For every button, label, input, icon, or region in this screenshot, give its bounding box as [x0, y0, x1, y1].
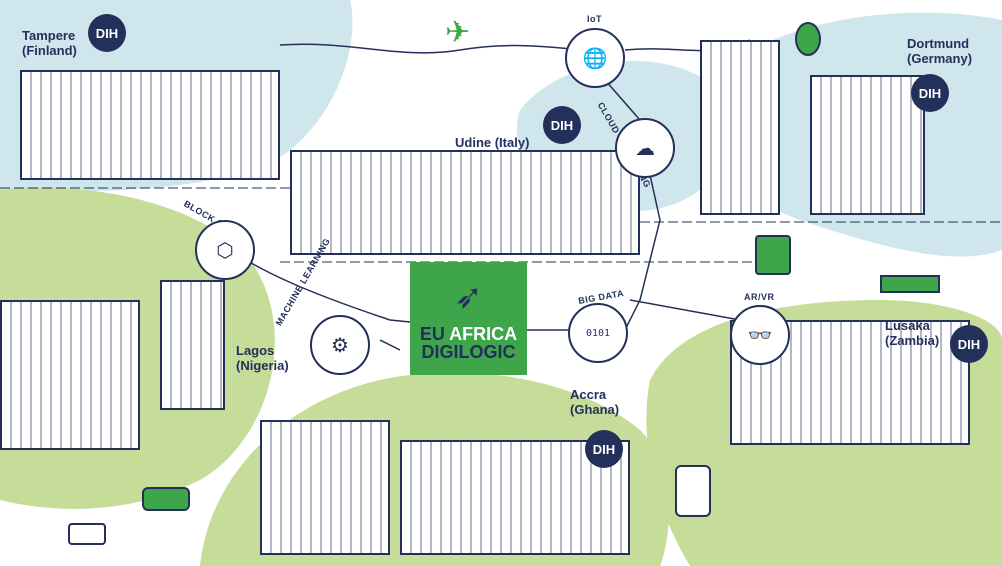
bigdata-node[interactable]: 0101 [568, 303, 628, 363]
antelope-icon: ➶ [454, 278, 483, 316]
dih-badge-udine[interactable]: DIH [543, 106, 581, 144]
dortmund-building [810, 75, 925, 215]
iot-node[interactable]: 🌐 [565, 28, 625, 88]
udine-church [290, 150, 640, 255]
dortmund-tower [700, 40, 780, 215]
dih-badge-lusaka[interactable]: DIH [950, 325, 988, 363]
arvr-node[interactable]: 👓 [730, 305, 790, 365]
tampere-building [20, 70, 280, 180]
balloon-icon [795, 22, 821, 56]
vr-glasses-icon: 👓 [747, 324, 773, 347]
globe-icon: 🌐 [582, 47, 608, 70]
city-label-lusaka: Lusaka (Zambia) [885, 318, 940, 348]
car-icon [142, 487, 190, 511]
airplane-icon: ✈ [445, 16, 471, 49]
dih-badge-tampere[interactable]: DIH [88, 14, 126, 52]
city-label-udine: Udine (Italy) [455, 135, 530, 150]
tram-icon [675, 465, 711, 517]
lagos-tower [160, 280, 225, 410]
ship-icon [880, 275, 940, 293]
ml-node[interactable]: ⚙ [310, 315, 370, 375]
city-label-accra: Accra (Ghana) [570, 387, 620, 417]
city-label-dortmund: Dortmund (Germany) [907, 36, 973, 66]
cloud-node[interactable]: ☁ [615, 118, 675, 178]
tech-label-iot: IoT [587, 14, 602, 24]
city-label-lagos: Lagos (Nigeria) [236, 343, 289, 373]
eu-africa-digilogic-logo: ➶ EU AFRICA DIGILOGIC [410, 262, 527, 375]
cube-icon: ⬡ [216, 239, 234, 262]
blockchain-node[interactable]: ⬡ [195, 220, 255, 280]
van-icon [68, 523, 106, 545]
city-label-tampere: Tampere (Finland) [22, 28, 77, 58]
logo-africa: AFRICA [449, 324, 518, 344]
lagos-mosque [0, 300, 140, 450]
brain-chip-icon: ⚙ [331, 334, 349, 357]
binary-data-icon: 0101 [585, 327, 611, 339]
truck-icon [755, 235, 791, 275]
tech-label-arvr: AR/VR [744, 292, 775, 302]
cloud-laptop-icon: ☁ [635, 137, 655, 160]
accra-monument [260, 420, 390, 555]
dih-badge-dortmund[interactable]: DIH [911, 74, 949, 112]
dih-badge-accra[interactable]: DIH [585, 430, 623, 468]
logo-digilogic: DIGILOGIC [421, 342, 516, 362]
logo-eu: EU [419, 324, 445, 344]
